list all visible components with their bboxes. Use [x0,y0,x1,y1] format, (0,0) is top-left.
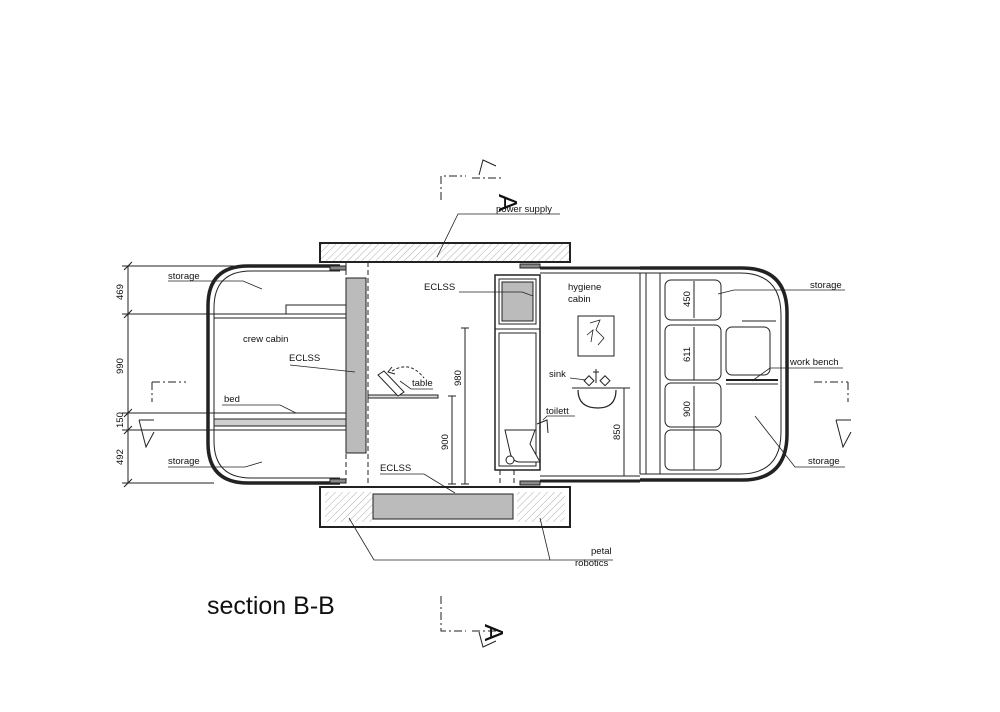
toilet [504,419,549,465]
hygiene-wall [494,274,541,471]
bed [213,412,347,431]
dim-900-table: 900 [440,434,451,450]
label-eclss-center: ECLSS [424,282,455,293]
dim-611: 611 [682,347,693,362]
label-sink: sink [549,369,566,380]
crew-storage-shelf [214,304,346,319]
label-toilett: toilett [546,406,569,417]
table [367,366,439,399]
label-power-supply: power supply [496,204,552,215]
dim-492: 492 [115,449,126,465]
power-supply-block [319,242,571,263]
label-eclss-left: ECLSS [289,353,320,364]
center-dashed-lines [345,262,515,498]
left-hull [206,264,340,485]
section-title: section B-B [207,592,335,620]
hygiene-cabin [540,266,640,483]
dim-150: 150 [115,412,126,428]
left-dim-lines [122,261,340,488]
label-petal-1: petal [591,546,612,557]
label-bed: bed [224,394,240,405]
label-crew-cabin: crew cabin [243,334,288,345]
leader-lines [168,213,845,561]
table-dim-lines [448,327,469,485]
right-flanges [519,263,541,486]
dim-450: 450 [682,291,693,307]
dim-900-right: 900 [682,401,693,417]
dim-850: 850 [612,424,623,440]
label-storage-top-left: storage [168,271,200,282]
section-mark-top: A [493,194,523,212]
label-hygiene-1: hygiene [568,282,601,293]
label-storage-top-right: storage [810,280,842,291]
section-mark-bottom: A [479,624,509,642]
label-table: table [412,378,433,389]
label-eclss-bottom: ECLSS [380,463,411,474]
sink-dim-lines [620,387,628,477]
eclss-left-unit [345,277,367,454]
label-petal-2: robotics [575,558,609,569]
label-storage-bottom-right: storage [808,456,840,467]
left-flanges [329,265,347,484]
dim-469: 469 [115,284,126,300]
dim-990: 990 [115,358,126,374]
right-hull [639,266,789,482]
label-work-bench: work bench [789,357,839,368]
right-cabinets [664,279,778,471]
section-markers [138,159,852,648]
label-hygiene-2: cabin [568,294,591,305]
petal-robotics-block [319,486,571,528]
dim-980: 980 [453,370,464,386]
label-storage-bottom-left: storage [168,456,200,467]
